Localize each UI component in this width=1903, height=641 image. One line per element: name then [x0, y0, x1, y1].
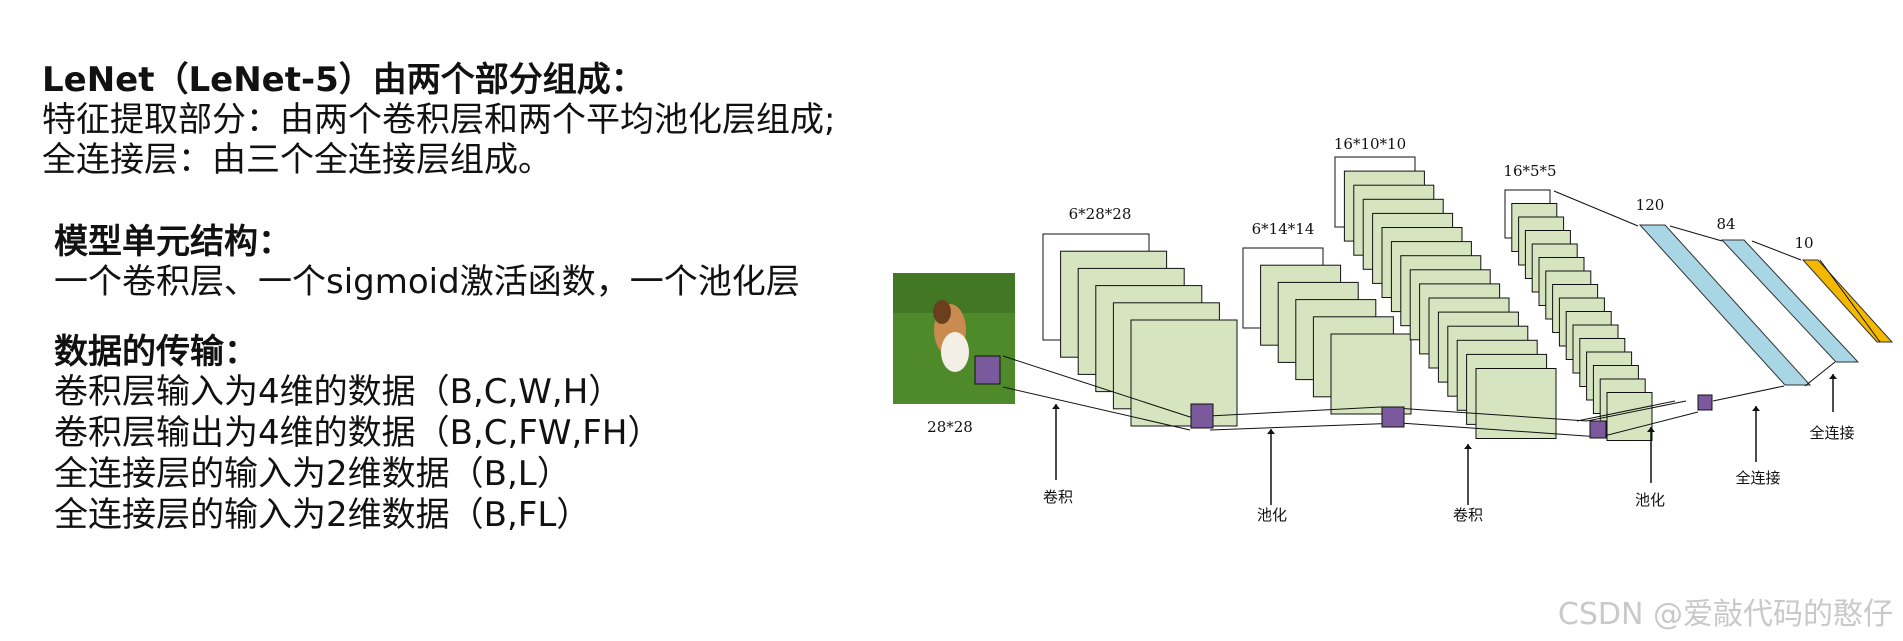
- s4-feature-map-a-stack: [1334, 156, 1557, 439]
- transfer-line-4: 全连接层的输入为2维数据（B,FL）: [54, 495, 591, 535]
- f6-dim-label: 84: [1716, 215, 1735, 233]
- transfer-line-3: 全连接层的输入为2维数据（B,L）: [54, 454, 571, 494]
- csdn-watermark: CSDN @爱敲代码的憨仔: [1557, 597, 1893, 632]
- fc-84-layer: [1720, 239, 1860, 363]
- pool2-label: 池化: [1635, 491, 1665, 509]
- s4-feature-map-a: [1475, 368, 1557, 439]
- connection-line: [1399, 422, 1601, 438]
- fc2-label: 全连接: [1809, 424, 1854, 442]
- s4-feature-map-b: [1606, 392, 1653, 441]
- f5-dim-label: 120: [1636, 196, 1665, 214]
- pool1-label: 池化: [1257, 506, 1287, 524]
- conv2-label: 卷积: [1453, 506, 1483, 524]
- s2-dim-label: 6*14*14: [1252, 220, 1315, 238]
- intro-heading: LeNet（LeNet-5）由两个部分组成：: [42, 60, 645, 100]
- kernel-square: [1190, 403, 1214, 429]
- connection-line: [1189, 406, 1382, 418]
- fc1-label: 全连接: [1735, 469, 1780, 487]
- connection-line: [1804, 361, 1836, 387]
- out-dim-label: 10: [1794, 234, 1813, 252]
- transfer-line-1: 卷积层输入为4维的数据（B,C,W,H）: [54, 372, 623, 412]
- unit-line-1: 一个卷积层、一个sigmoid激活函数，一个池化层: [54, 262, 800, 302]
- transfer-line-2: 卷积层输出为4维的数据（B,C,FW,FH）: [54, 413, 662, 453]
- s2-feature-map: [1330, 333, 1412, 415]
- connection-line: [1586, 400, 1687, 422]
- connection-line: [1712, 385, 1785, 402]
- connection-line: [1576, 400, 1676, 422]
- transfer-heading: 数据的传输：: [54, 332, 258, 372]
- connection-line: [1553, 190, 1639, 227]
- unit-heading: 模型单元结构：: [54, 222, 292, 262]
- fc-10-layer: [1801, 259, 1894, 343]
- s2-feature-map-stack: [1242, 247, 1412, 415]
- input-size-label: 28*28: [927, 418, 973, 436]
- fc-120-layer: [1638, 224, 1812, 386]
- connection-line: [1380, 406, 1588, 422]
- conv1-label: 卷积: [1043, 488, 1073, 506]
- intro-line-2: 全连接层：由三个全连接层组成。: [42, 140, 552, 180]
- connection-line: [1819, 259, 1881, 343]
- kernel-square: [1589, 420, 1607, 439]
- connection-line: [1002, 386, 1191, 431]
- connection-line: [1751, 240, 1802, 261]
- c1-feature-map: [1130, 319, 1238, 427]
- connection-line: [1209, 422, 1401, 431]
- intro-line-1: 特征提取部分：由两个卷积层和两个平均池化层组成;: [42, 100, 836, 140]
- s4-dim-label: 16*5*5: [1503, 162, 1556, 180]
- c1-dim-label: 6*28*28: [1069, 205, 1132, 223]
- connection-line: [1599, 411, 1699, 438]
- connection-line: [1002, 355, 1191, 418]
- c1-feature-map-stack: [1042, 233, 1238, 427]
- c3-dim-label: 16*10*10: [1334, 135, 1406, 153]
- connection-line: [1669, 225, 1723, 242]
- kernel-square: [974, 355, 1001, 385]
- kernel-square: [1697, 394, 1713, 411]
- s4-feature-map-b-stack: [1504, 189, 1653, 441]
- kernel-square: [1381, 406, 1405, 428]
